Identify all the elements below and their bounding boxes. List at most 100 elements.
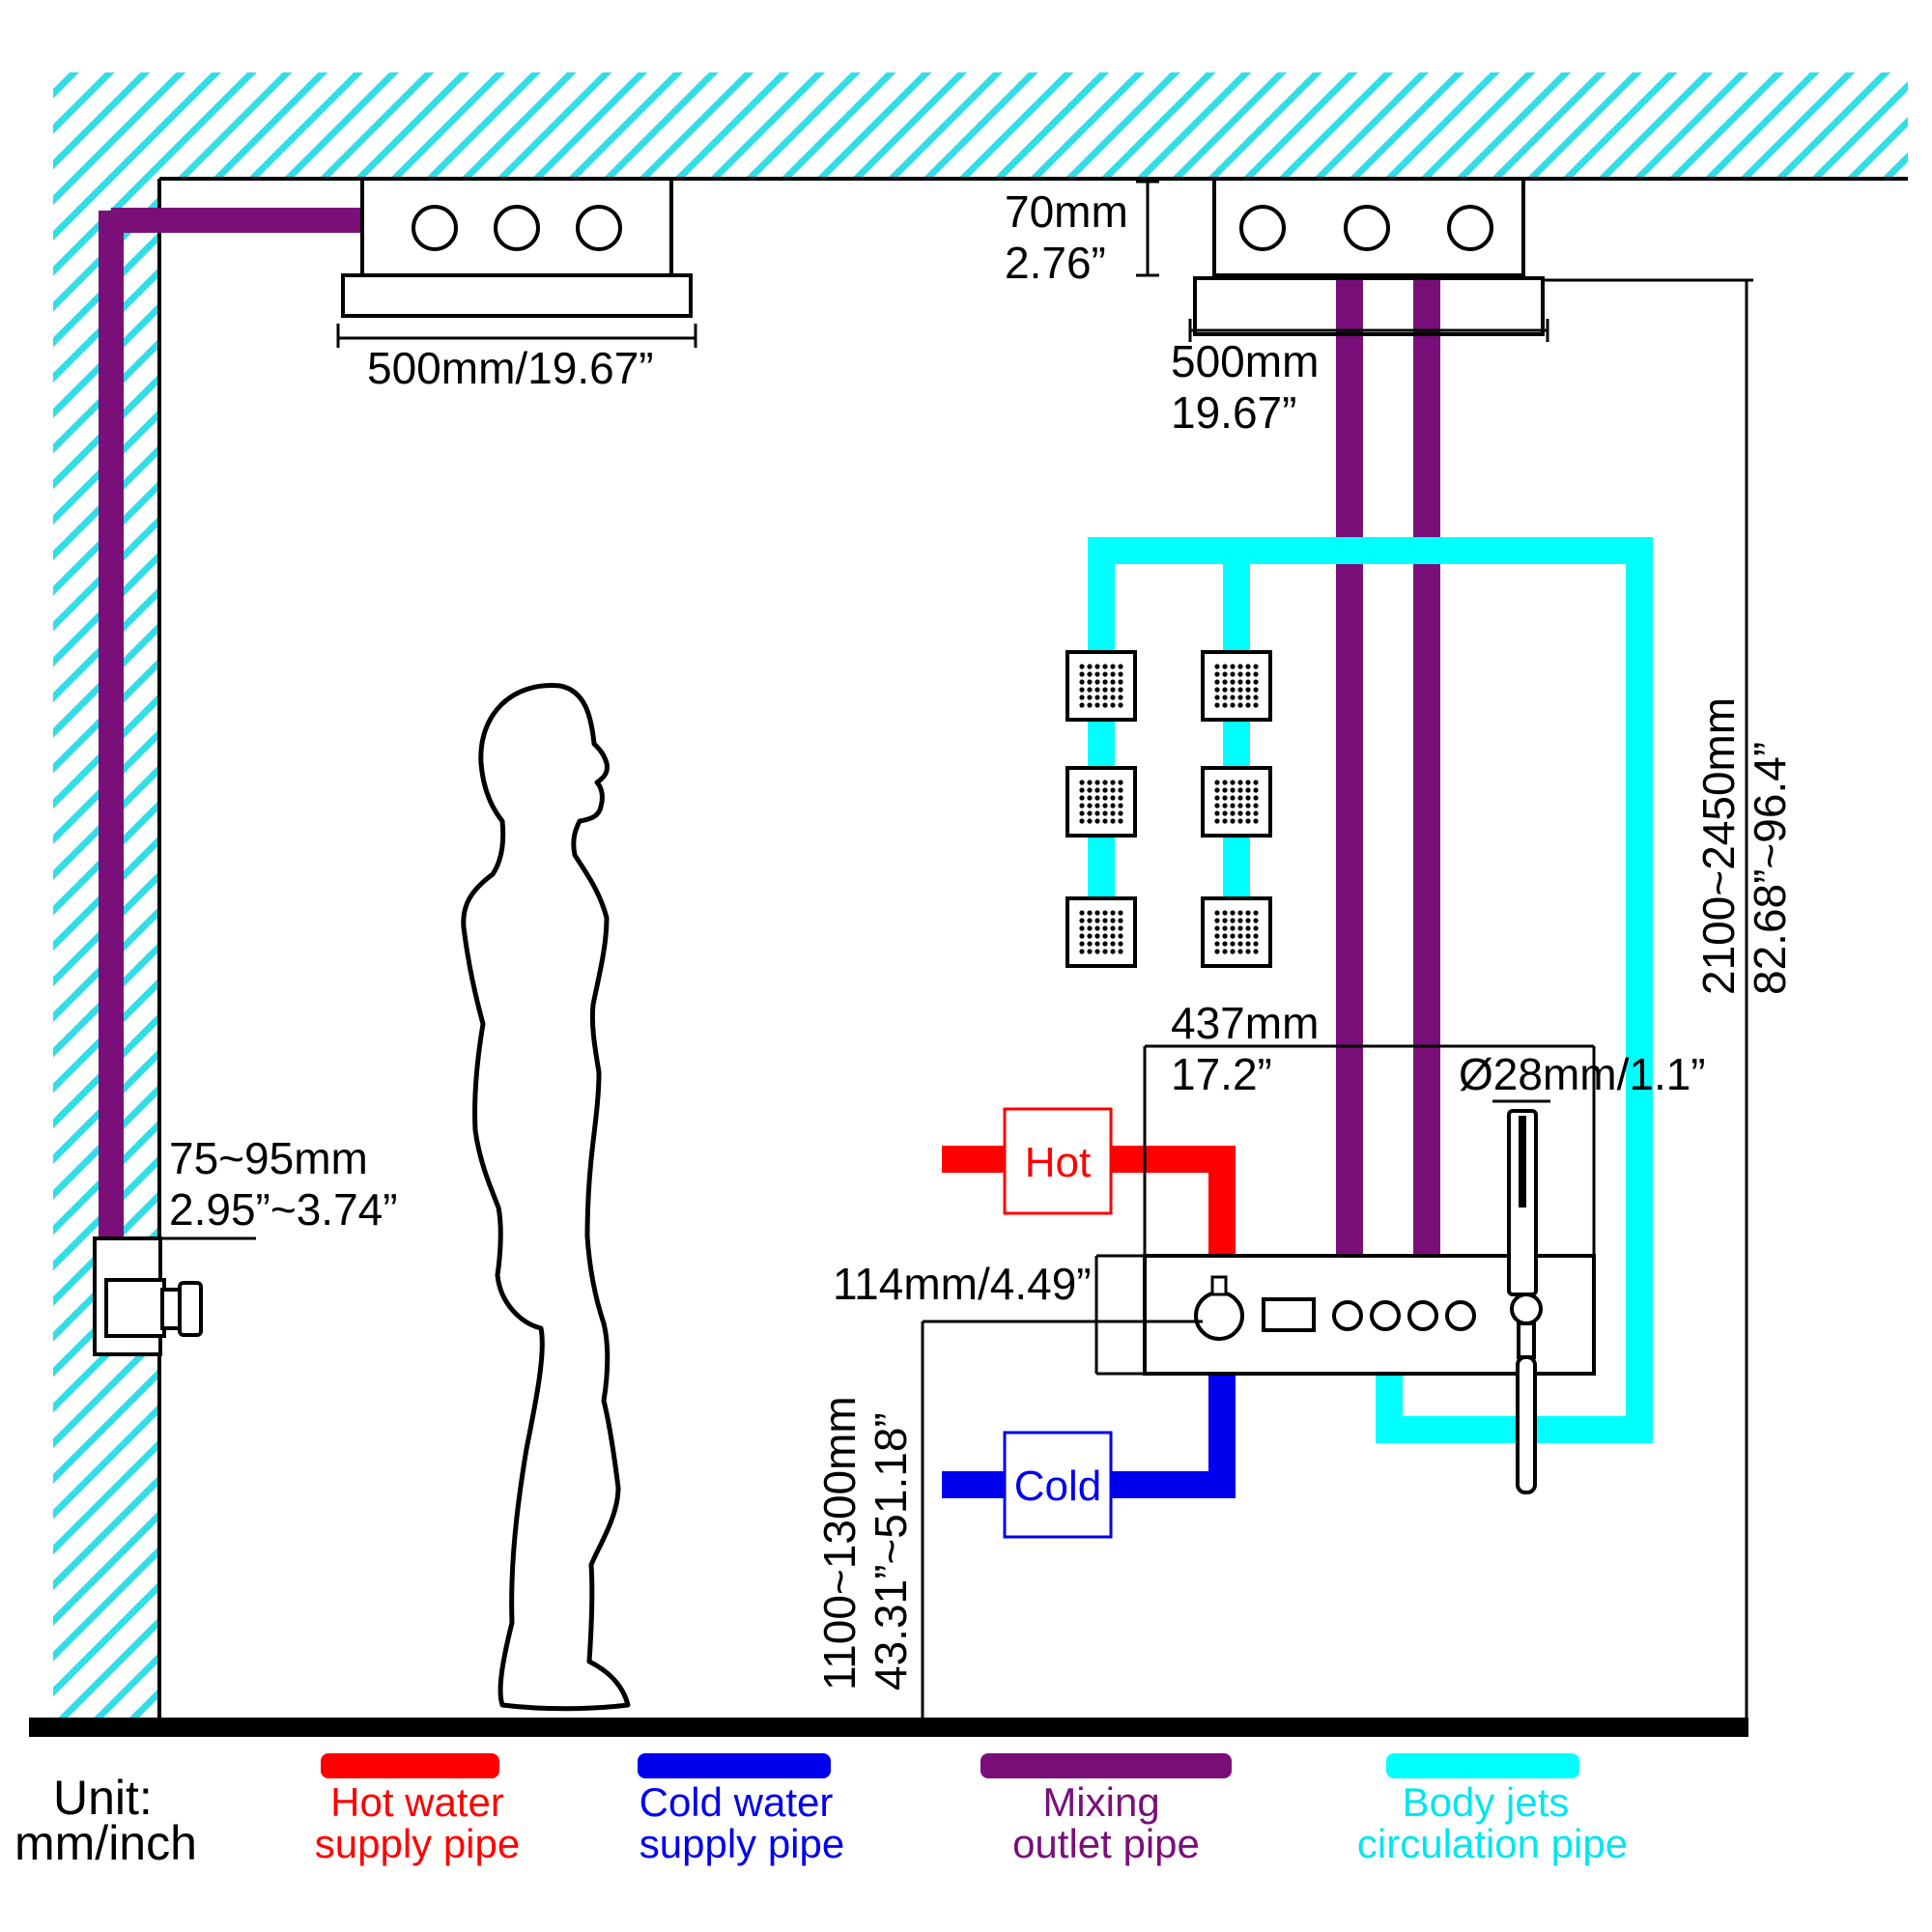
jet-nozzle-dot (1118, 949, 1123, 954)
unit-note: Unit: mm/inch (14, 1771, 197, 1870)
jet-nozzle-dot (1102, 818, 1108, 824)
jet-nozzle-dot (1102, 933, 1108, 939)
legend-label-line-2: outlet pipe (1012, 1821, 1200, 1866)
jet-nozzle-dot (1230, 702, 1236, 708)
jet-nozzle-dot (1110, 925, 1116, 931)
button-icon (1332, 1300, 1363, 1331)
jet-nozzle-dot (1118, 941, 1123, 947)
legend-body-jets: Body jets circulation pipe (1357, 1753, 1628, 1866)
jet-nozzle-dot (1087, 803, 1093, 809)
nozzle-icon (412, 205, 458, 251)
jet-nozzle-dot (1079, 803, 1085, 809)
jet-nozzle-dot (1102, 695, 1108, 700)
floor-line (29, 1718, 1748, 1737)
jet-nozzle-dot (1094, 949, 1100, 954)
jet-nozzle-dot (1253, 687, 1259, 693)
jet-nozzle-dot (1087, 918, 1093, 923)
jet-nozzle-dot (1087, 702, 1093, 708)
jet-nozzle-dot (1253, 918, 1259, 923)
jet-nozzle-dot (1110, 910, 1116, 916)
jet-nozzle-dot (1230, 679, 1236, 685)
jet-nozzle-dot (1087, 818, 1093, 824)
jet-nozzle-dot (1237, 787, 1243, 793)
jet-nozzle-dot (1110, 818, 1116, 824)
jet-nozzle-dot (1230, 787, 1236, 793)
jet-nozzle-dot (1214, 780, 1220, 785)
jet-nozzle-dot (1087, 910, 1093, 916)
jet-nozzle-dot (1094, 795, 1100, 801)
jet-nozzle-dot (1253, 702, 1259, 708)
jet-nozzle-dot (1094, 933, 1100, 939)
jet-nozzle-dot (1237, 795, 1243, 801)
legend-hot: Hot water supply pipe (315, 1753, 520, 1866)
jet-nozzle-dot (1245, 933, 1251, 939)
jet-nozzle-dot (1118, 780, 1123, 785)
jet-nozzle-dot (1253, 695, 1259, 700)
jet-nozzle-dot (1087, 671, 1093, 677)
legend-label-line-1: Cold water (639, 1779, 834, 1825)
body-jet (1201, 650, 1272, 722)
legend-swatch (321, 1753, 499, 1778)
jet-nozzle-dot (1087, 795, 1093, 801)
jet-nozzle-dot (1222, 695, 1228, 700)
jet-nozzle-dot (1102, 949, 1108, 954)
jet-nozzle-dot (1094, 695, 1100, 700)
jet-nozzle-dot (1222, 910, 1228, 916)
jet-nozzle-dot (1253, 818, 1259, 824)
mixing-pipes (99, 208, 1440, 1285)
jet-nozzle-dot (1079, 925, 1085, 931)
jet-nozzle-dot (1245, 780, 1251, 785)
jet-nozzle-dot (1214, 795, 1220, 801)
jet-nozzle-dot (1253, 803, 1259, 809)
jet-nozzle-dot (1253, 780, 1259, 785)
jet-nozzle-dot (1079, 949, 1085, 954)
jet-nozzle-dot (1079, 910, 1085, 916)
install-height-mm-label: 1100~1300mm (814, 1396, 865, 1690)
jet-nozzle-dot (1110, 687, 1116, 693)
jet-nozzle-dot (1222, 702, 1228, 708)
jet-nozzle-dot (1237, 949, 1243, 954)
jet-nozzle-dot (1214, 818, 1220, 824)
jet-nozzle-dot (1118, 925, 1123, 931)
jet-nozzle-dot (1094, 702, 1100, 708)
jet-nozzle-dot (1087, 933, 1093, 939)
jet-nozzle-dot (1237, 702, 1243, 708)
jet-nozzle-dot (1253, 810, 1259, 816)
jet-nozzle-dot (1102, 925, 1108, 931)
jet-nozzle-dot (1237, 910, 1243, 916)
jet-nozzle-dot (1110, 702, 1116, 708)
jet-nozzle-dot (1087, 941, 1093, 947)
jet-nozzle-dot (1253, 925, 1259, 931)
wall-depth-mm-label: 75~95mm (169, 1133, 368, 1183)
legend-label-line-2: supply pipe (315, 1821, 520, 1866)
total-height-in-label: 82.68”~96.4” (1745, 742, 1795, 995)
legend-label-line-2: circulation pipe (1357, 1821, 1628, 1866)
jet-nozzle-dot (1087, 780, 1093, 785)
jet-nozzle-dot (1222, 818, 1228, 824)
jet-nozzle-dot (1230, 910, 1236, 916)
jet-nozzle-dot (1230, 687, 1236, 693)
jet-nozzle-dot (1214, 941, 1220, 947)
jet-nozzle-dot (1110, 918, 1116, 923)
jet-nozzle-dot (1222, 780, 1228, 785)
jet-nozzle-dot (1102, 810, 1108, 816)
button-icon (1407, 1300, 1438, 1331)
jet-nozzle-dot (1253, 664, 1259, 669)
unit-line-2: mm/inch (14, 1816, 197, 1870)
jet-nozzle-dot (1214, 910, 1220, 916)
jet-nozzle-dot (1079, 695, 1085, 700)
jet-nozzle-dot (1222, 803, 1228, 809)
jet-nozzle-dot (1214, 933, 1220, 939)
nozzle-icon (1239, 205, 1286, 251)
jet-nozzle-dot (1222, 795, 1228, 801)
jet-nozzle-dot (1253, 671, 1259, 677)
jet-nozzle-dot (1245, 810, 1251, 816)
jet-nozzle-dot (1102, 941, 1108, 947)
jet-nozzle-dot (1245, 918, 1251, 923)
jet-nozzle-dot (1214, 949, 1220, 954)
jet-nozzle-dot (1102, 664, 1108, 669)
jet-nozzle-dot (1087, 687, 1093, 693)
legend-cold: Cold water supply pipe (638, 1753, 844, 1866)
jet-nozzle-dot (1094, 941, 1100, 947)
